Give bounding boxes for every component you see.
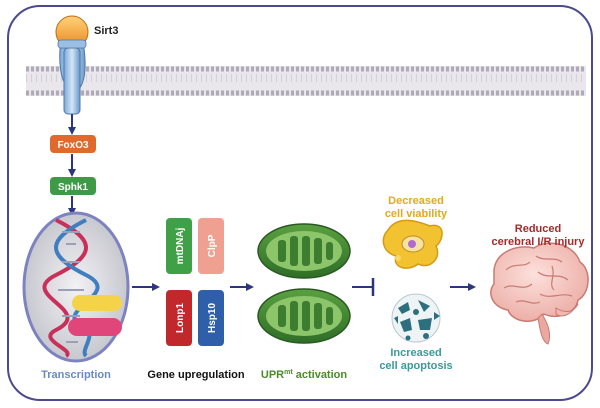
gene-upregulation-label: Gene upregulation xyxy=(147,369,244,381)
gene-label-mtdnaj: mtDNAj xyxy=(175,227,186,264)
sphk1-box xyxy=(50,177,96,195)
gene-block-lonp1 xyxy=(166,290,192,346)
sphk1-label: Sphk1 xyxy=(58,182,88,193)
yellow-factor xyxy=(72,295,122,311)
dna-strand-a xyxy=(42,218,88,358)
cell-membrane xyxy=(26,66,586,96)
foxo3-box xyxy=(50,135,96,153)
mitochondrion-top xyxy=(257,223,351,279)
gene-blocks: mtDNAj ClpP Lonp1 Hsp10 xyxy=(166,218,224,346)
upr-activation-label: UPRmt activation xyxy=(261,369,347,381)
gene-block-clpp xyxy=(198,218,224,274)
mitochondrion-bottom xyxy=(257,288,351,344)
brain-illustration xyxy=(490,242,589,345)
cerebral-injury-label: cerebral I/R injury xyxy=(492,236,586,248)
sirt3-label: Sirt3 xyxy=(94,25,118,37)
cell-frame xyxy=(7,5,593,401)
pink-factor xyxy=(68,318,122,336)
transcription-label: Transcription xyxy=(41,369,111,381)
cell-viability-label: cell viability xyxy=(385,208,448,220)
foxo3-label: FoxO3 xyxy=(57,140,89,151)
gene-label-clpp: ClpP xyxy=(207,234,218,257)
gene-label-lonp1: Lonp1 xyxy=(175,303,186,333)
increased-label: Increased xyxy=(390,347,441,359)
apoptotic-cell xyxy=(391,293,441,343)
inhibition-arrow xyxy=(352,278,375,296)
damaged-cell xyxy=(382,219,443,269)
nucleus xyxy=(22,211,130,363)
gene-block-mtdnaj xyxy=(166,218,192,274)
cell-apoptosis-label: cell apoptosis xyxy=(379,360,452,372)
reduced-label: Reduced xyxy=(515,223,561,235)
decreased-label: Decreased xyxy=(388,195,444,207)
gene-block-hsp10 xyxy=(198,290,224,346)
gene-label-hsp10: Hsp10 xyxy=(207,303,218,333)
